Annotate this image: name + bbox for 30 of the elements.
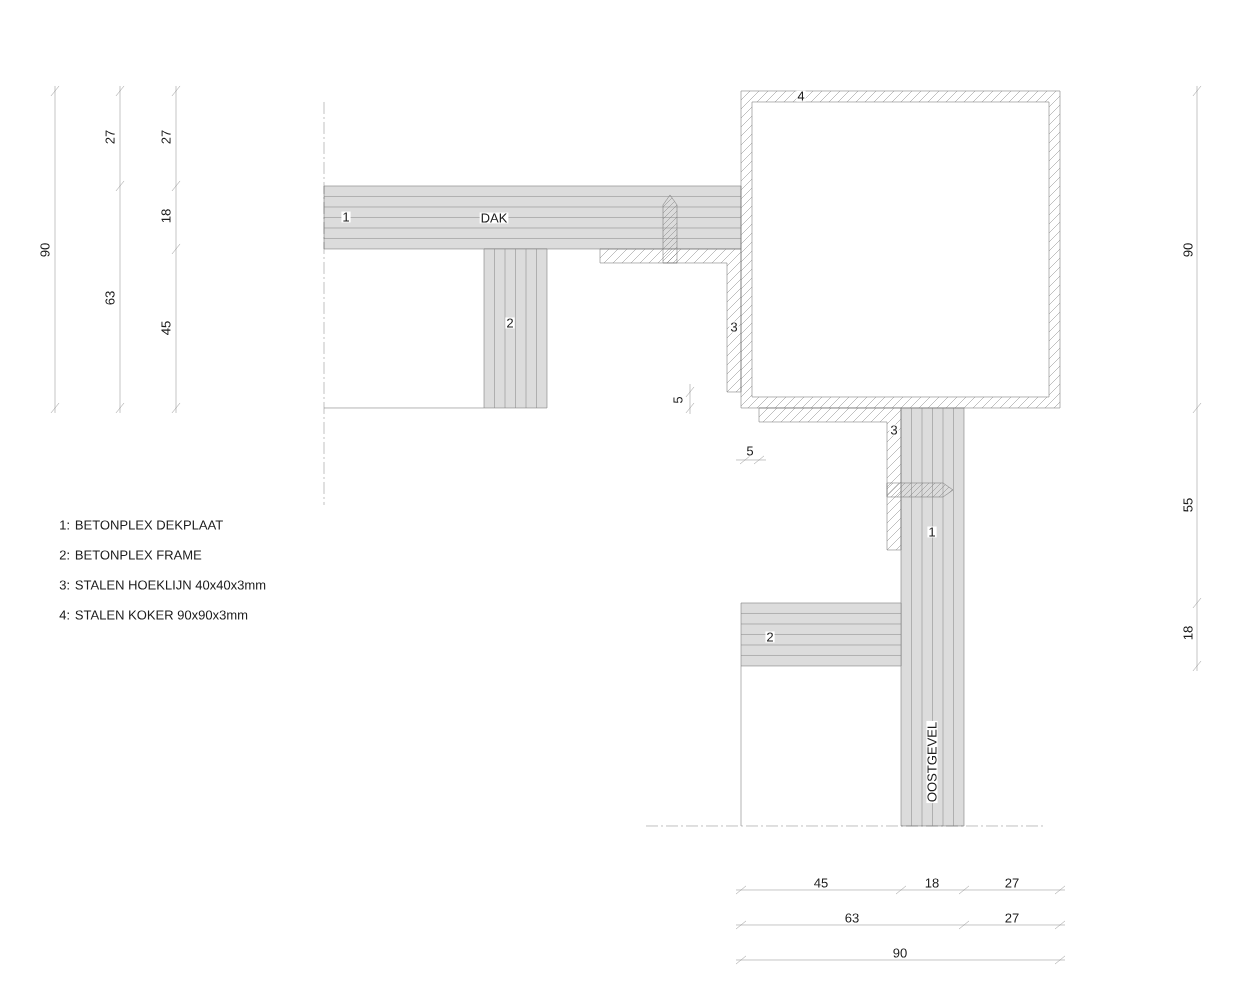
- dimension-label: 5: [745, 445, 755, 457]
- legend-text: 3: STALEN HOEKLIJN 40x40x3mm: [58, 579, 268, 591]
- dimension-label: 5: [672, 395, 684, 405]
- part-label: OOSTGEVEL: [926, 720, 938, 804]
- legend-text: 1: BETONPLEX DEKPLAAT: [58, 519, 225, 531]
- dimension-label: 18: [1182, 624, 1194, 642]
- dimension-label: 90: [1182, 241, 1194, 259]
- callout-number: 2: [505, 317, 515, 329]
- dimension-label: 90: [39, 241, 51, 259]
- dimension-label: 27: [104, 128, 116, 146]
- dimension-label: 45: [160, 319, 172, 337]
- callout-number: 3: [889, 424, 899, 436]
- dimension-label: 45: [812, 877, 830, 889]
- part-label: DAK: [479, 212, 509, 224]
- dimension-label: 18: [923, 877, 941, 889]
- callout-number: 1: [341, 211, 351, 223]
- dimension-label: 63: [104, 289, 116, 307]
- callout-number: 4: [796, 90, 806, 102]
- legend-text: 2: BETONPLEX FRAME: [58, 549, 203, 561]
- dimension-label: 27: [1003, 877, 1021, 889]
- callout-number: 2: [765, 631, 775, 643]
- callout-number: 1: [927, 526, 937, 538]
- dimension-label: 27: [1003, 912, 1021, 924]
- dimension-label: 55: [1182, 496, 1194, 514]
- callout-number: 3: [729, 321, 739, 333]
- dimension-label: 18: [160, 207, 172, 225]
- dimension-label: 63: [843, 912, 861, 924]
- dimension-label: 90: [891, 947, 909, 959]
- legend-text: 4: STALEN KOKER 90x90x3mm: [58, 609, 249, 621]
- dimension-label: 27: [160, 128, 172, 146]
